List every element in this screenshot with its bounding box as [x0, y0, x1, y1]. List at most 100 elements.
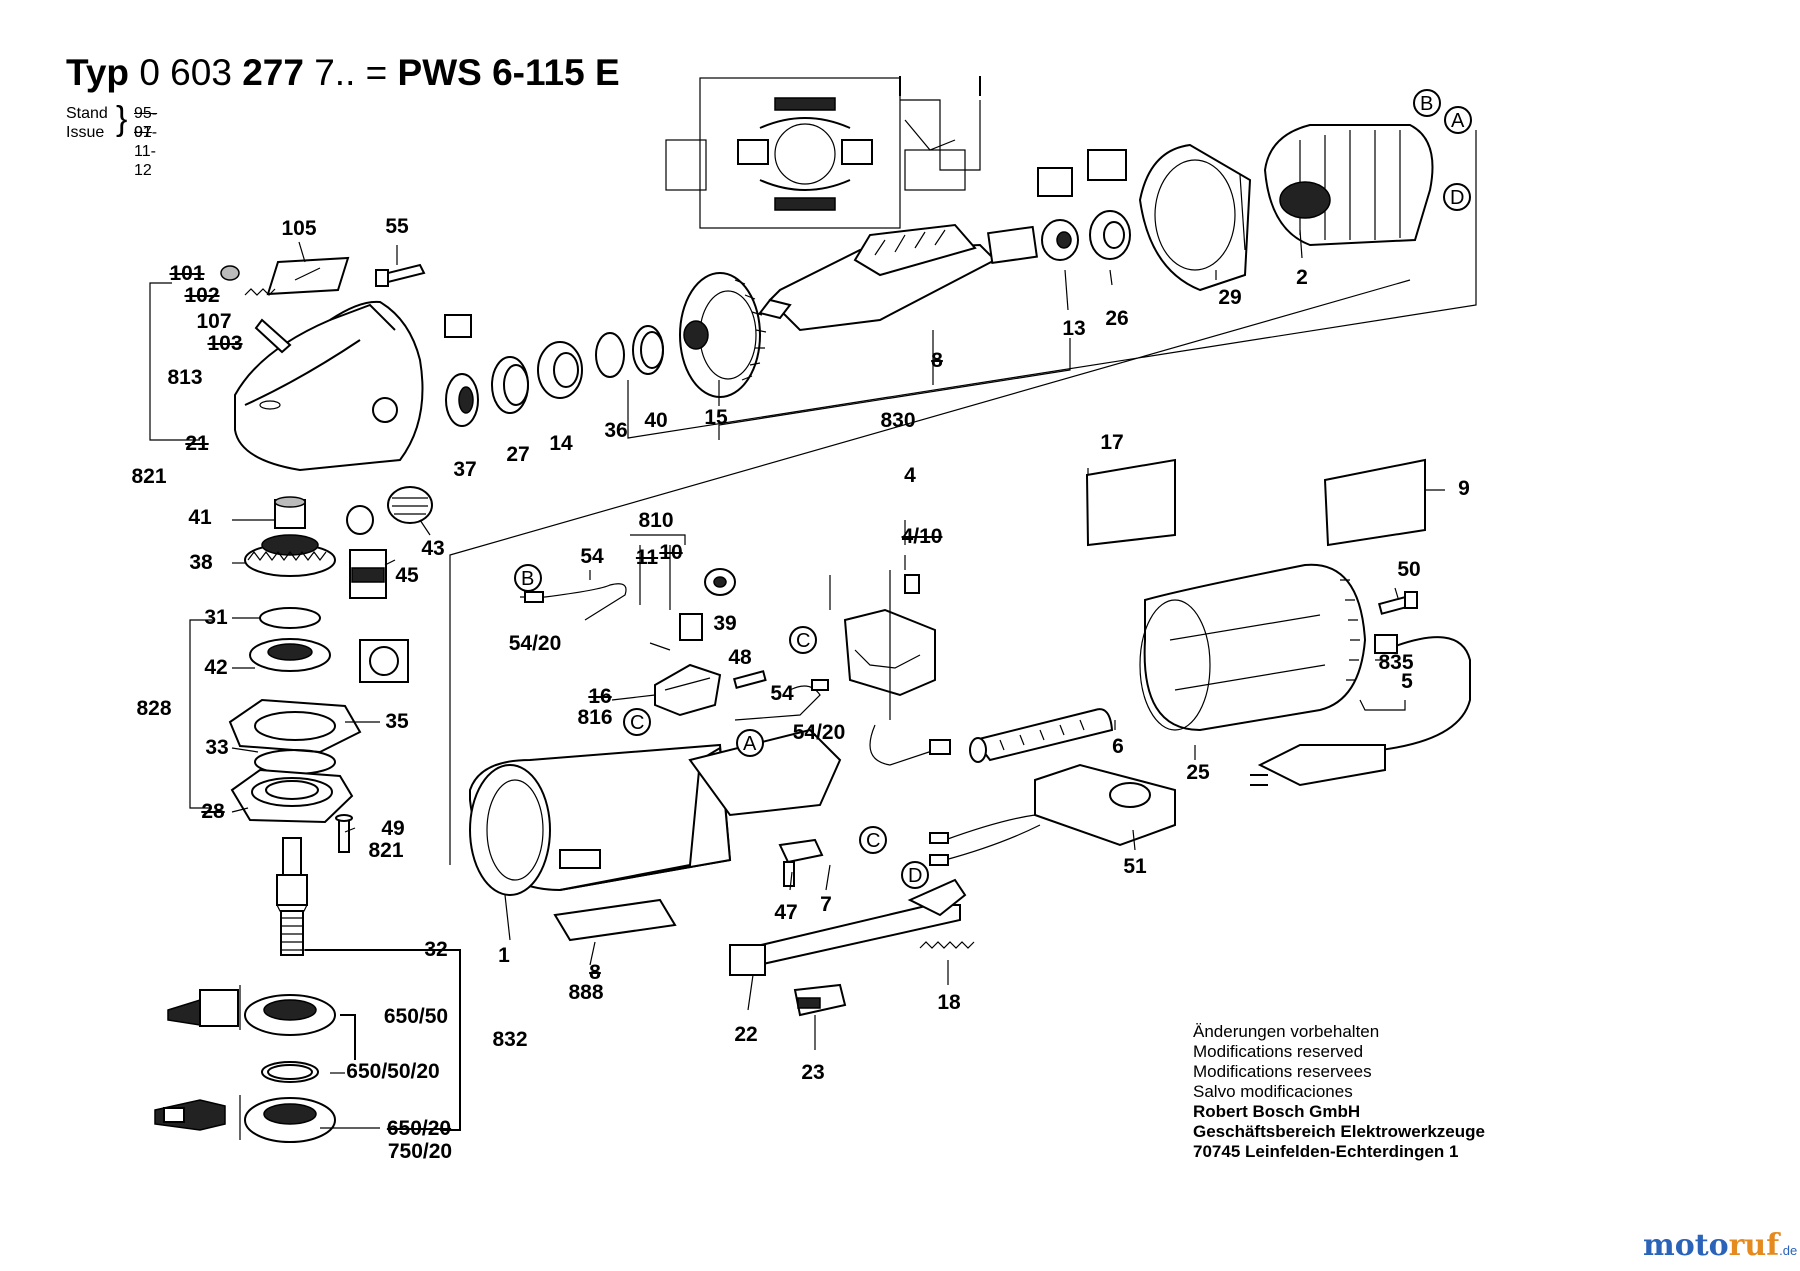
part-label-4-10: 4/10	[901, 525, 943, 548]
bevel-gear-38	[244, 534, 336, 577]
svg-text:C: C	[630, 712, 644, 734]
footer-line-3: Modifications reservees	[1193, 1062, 1372, 1081]
svg-text:A: A	[1451, 110, 1465, 132]
part-label-33: 33	[205, 736, 229, 759]
revision-info: Stand Issue } 95-01 97-11-12	[66, 102, 157, 179]
footer-block: Änderungen vorbehalten Modifications res…	[1193, 1022, 1485, 1162]
field-coil-2	[1263, 124, 1434, 247]
spindle-32	[276, 837, 308, 956]
part-label-832: 832	[492, 1028, 528, 1051]
part-label-26: 26	[1105, 307, 1129, 330]
ring-36	[595, 332, 625, 378]
part-label-650-50: 650/50	[383, 1005, 449, 1028]
bracket-813	[149, 282, 200, 441]
footer-division: Geschäftsbereich Elektrowerkzeuge	[1193, 1122, 1485, 1141]
electronics-51	[929, 763, 1176, 866]
bearing-13	[1037, 167, 1079, 261]
part-label-105: 105	[281, 217, 317, 240]
svg-text:D: D	[908, 865, 922, 887]
part-label-830: 830	[880, 409, 916, 432]
part-label-15: 15	[704, 406, 728, 429]
screw-48	[732, 670, 767, 689]
page-title: Typ 0 603 277 7.. = PWS 6-115 E	[66, 52, 620, 94]
electronics-module-810	[630, 534, 703, 641]
spring-39	[704, 568, 736, 596]
cable-54	[520, 583, 627, 621]
ball-bearing-42	[249, 638, 409, 683]
part-label-40: 40	[644, 409, 668, 432]
needle-bearing-37	[444, 314, 479, 427]
armature-830	[758, 223, 1038, 332]
part-label-750-20: 750/20	[387, 1140, 453, 1163]
part-label-54b: 54	[770, 682, 794, 705]
part-label-650-20: 650/20	[386, 1117, 452, 1140]
label-9	[1323, 458, 1426, 547]
typ-number: 0 603	[139, 52, 232, 93]
bearing-27	[491, 356, 529, 414]
part-label-25: 25	[1186, 761, 1210, 784]
mains-cable-5	[1250, 634, 1471, 787]
part-label-35: 35	[385, 710, 409, 733]
ring-40	[632, 325, 664, 375]
bearing-41	[274, 496, 306, 529]
part-label-16: 16	[588, 685, 612, 708]
part-label-32: 32	[424, 938, 448, 961]
gasket-35	[228, 698, 362, 754]
bearing-26	[1087, 149, 1131, 260]
part-label-8a: 8	[931, 349, 943, 372]
auxiliary-handle-6	[969, 708, 1114, 763]
connector-A-mid: A	[736, 729, 764, 757]
model-name: PWS 6-115 E	[397, 52, 620, 93]
typ-suffix: 7.. =	[314, 52, 388, 93]
part-label-14: 14	[549, 432, 573, 455]
brand-watermark: motoruf.de	[1643, 1228, 1797, 1263]
part-label-4: 4	[904, 464, 916, 487]
connector-C-816: C	[623, 708, 651, 736]
connector-C-switch: C	[789, 626, 817, 654]
bearing-cover-29	[1138, 143, 1252, 292]
footer-line-1: Änderungen vorbehalten	[1193, 1022, 1380, 1041]
part-label-41: 41	[188, 506, 212, 529]
part-label-810: 810	[638, 509, 674, 532]
housing-frame	[449, 279, 1411, 865]
part-label-18: 18	[937, 991, 961, 1014]
part-label-45: 45	[395, 564, 419, 587]
screw-55	[375, 263, 426, 287]
leader-lines	[231, 229, 1445, 1129]
screw-49	[335, 814, 353, 853]
issue-label: Issue	[66, 124, 105, 141]
part-label-28: 28	[201, 800, 225, 823]
spring-18	[919, 941, 975, 949]
svg-text:C: C	[796, 630, 810, 652]
part-label-51: 51	[1123, 855, 1147, 878]
part-label-6: 6	[1112, 735, 1124, 758]
part-label-38: 38	[189, 551, 213, 574]
part-label-2: 2	[1296, 266, 1308, 289]
washer-650-50-20	[261, 1061, 319, 1083]
part-label-31: 31	[204, 606, 228, 629]
part-label-37: 37	[453, 458, 477, 481]
label-888	[553, 898, 677, 942]
svg-text:B: B	[521, 568, 534, 590]
svg-text:C: C	[866, 830, 880, 852]
label-sticker-105	[266, 256, 350, 296]
part-label-828: 828	[136, 697, 172, 720]
part-label-43: 43	[421, 537, 445, 560]
part-label-888: 888	[568, 981, 604, 1004]
footer-address: 70745 Leinfelden-Echterdingen 1	[1193, 1142, 1459, 1161]
part-label-10: 10	[659, 541, 683, 564]
bracket-828	[189, 619, 212, 809]
part-label-103: 103	[207, 332, 243, 355]
part-label-5: 5	[1401, 670, 1413, 693]
issue-value: 97-11-12	[134, 124, 158, 179]
connector-D-top: D	[1443, 183, 1471, 211]
svg-text:A: A	[743, 733, 757, 755]
connector-B-top: B	[1413, 89, 1441, 117]
switch-4	[829, 570, 951, 766]
part-label-813: 813	[167, 366, 203, 389]
part-label-816: 816	[577, 706, 613, 729]
label-17	[1085, 458, 1176, 547]
part-label-821b: 821	[368, 839, 404, 862]
